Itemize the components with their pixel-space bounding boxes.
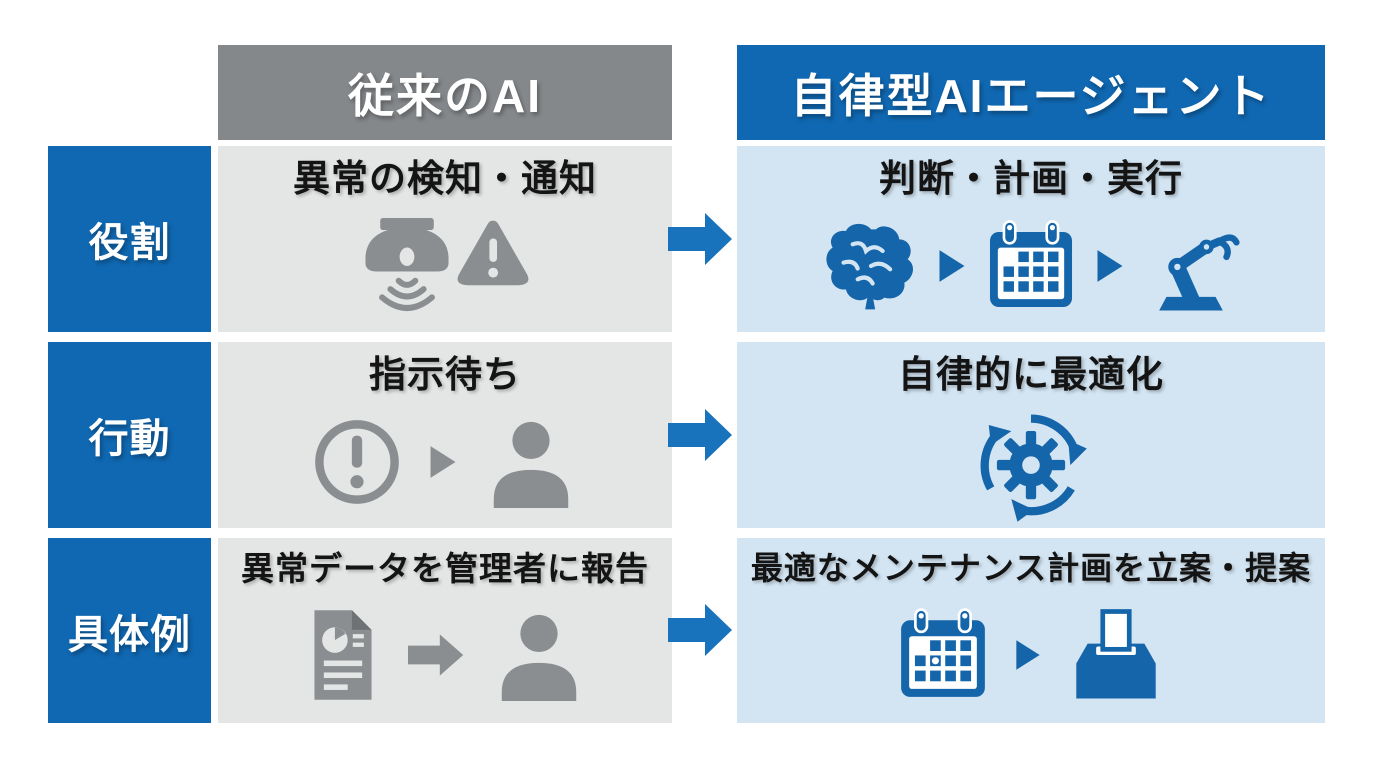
behavior-traditional-icons — [310, 397, 580, 528]
warning-triangle-icon — [455, 217, 531, 287]
row2-transition-arrow-icon — [668, 406, 734, 464]
behavior-traditional-title: 指示待ち — [369, 354, 521, 395]
person-icon — [482, 413, 580, 511]
arrow-right-icon — [408, 630, 466, 680]
row-label-behavior: 行動 — [48, 342, 211, 528]
smoke-detector-icon — [347, 210, 467, 322]
exclamation-circle-icon — [310, 415, 404, 509]
role-traditional-panel: 異常の検知・通知 — [218, 146, 672, 332]
row3-transition-arrow-icon — [668, 601, 734, 659]
behavior-traditional-panel: 指示待ち — [218, 342, 672, 528]
chevron-right-icon — [1014, 636, 1042, 674]
row-label-behavior-text: 行動 — [88, 417, 171, 461]
role-agent-icons — [821, 201, 1241, 332]
example-traditional-panel: 異常データを管理者に報告 — [218, 538, 672, 723]
role-agent-panel: 判断・計画・実行 — [737, 146, 1325, 332]
row-label-role: 役割 — [48, 146, 211, 332]
example-agent-panel: 最適なメンテナンス計画を立案・提案 — [737, 538, 1325, 723]
brain-icon — [821, 219, 921, 313]
agent-header-label: 自律型AIエージェント — [790, 69, 1272, 122]
traditional-ai-header-label: 従来のAI — [348, 69, 542, 122]
calendar-icon — [983, 218, 1079, 314]
traditional-ai-header: 従来のAI — [218, 45, 672, 140]
robot-arm-icon — [1141, 216, 1241, 316]
gear-cycle-icon — [971, 401, 1091, 523]
chevron-right-icon — [1095, 246, 1125, 286]
report-document-icon — [302, 606, 384, 704]
example-traditional-icons — [302, 588, 588, 723]
agent-header: 自律型AIエージェント — [737, 45, 1325, 140]
chevron-right-icon — [428, 442, 458, 482]
role-traditional-title: 異常の検知・通知 — [293, 158, 597, 199]
ballot-box-icon — [1064, 605, 1168, 705]
chevron-right-icon — [937, 246, 967, 286]
behavior-agent-panel: 自律的に最適化 — [737, 342, 1325, 528]
role-agent-title: 判断・計画・実行 — [879, 158, 1183, 199]
example-agent-title: 最適なメンテナンス計画を立案・提案 — [750, 550, 1312, 586]
row1-transition-arrow-icon — [668, 210, 734, 268]
behavior-agent-icons — [971, 397, 1091, 528]
role-traditional-icons — [347, 201, 543, 332]
row-label-example: 具体例 — [48, 538, 211, 723]
behavior-agent-title: 自律的に最適化 — [898, 354, 1164, 395]
calendar-icon — [894, 606, 992, 704]
person-icon — [490, 606, 588, 704]
example-agent-icons — [894, 587, 1168, 723]
row-label-role-text: 役割 — [88, 221, 171, 265]
row-label-example-text: 具体例 — [68, 612, 191, 657]
example-traditional-title: 異常データを管理者に報告 — [241, 550, 649, 587]
